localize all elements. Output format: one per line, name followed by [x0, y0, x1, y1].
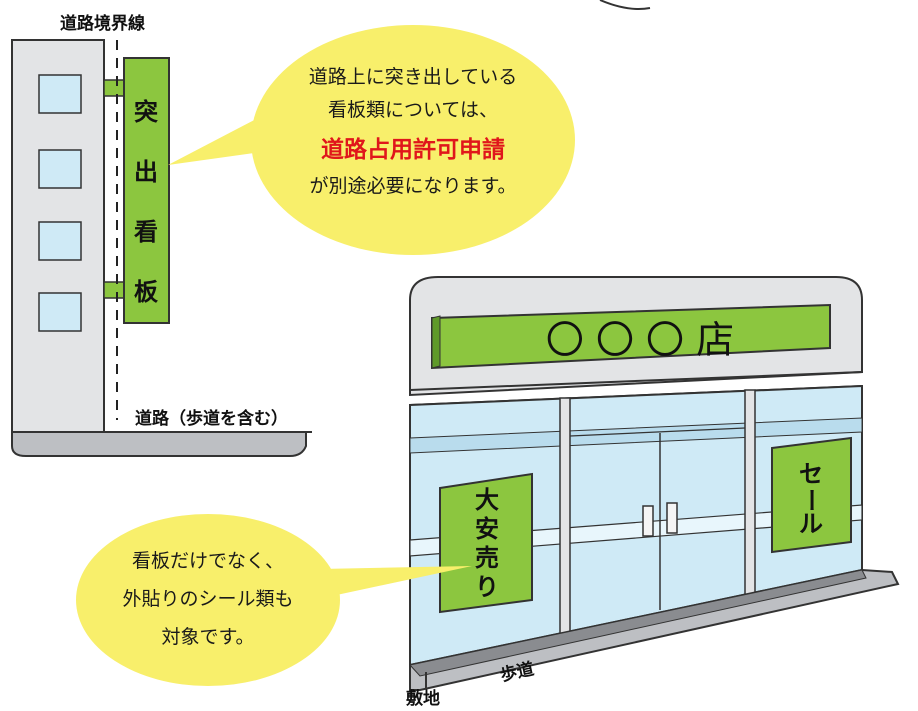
callout-top-line4: が別途必要になります。 — [309, 175, 516, 197]
callout-top: 道路上に突き出している 看板類については、 道路占用許可申請 が別途必要になりま… — [168, 25, 575, 255]
building-window — [38, 74, 82, 114]
callout-bottom-bubble — [76, 514, 340, 686]
sign-bracket — [103, 79, 125, 97]
left-building-illustration: 突 出 看 板 道路境界線 道路（歩道を含む） — [11, 13, 312, 457]
building-window — [38, 292, 82, 332]
building-window — [38, 221, 82, 261]
poster-right-char: ー — [797, 488, 825, 512]
poster-sale-right — [771, 436, 852, 554]
poster-right-char: セ — [799, 460, 823, 488]
callout-top-line2: 看板類については、 — [328, 99, 498, 121]
store-frame — [559, 397, 571, 636]
callout-top-emphasis: 道路占用許可申請 — [321, 136, 505, 163]
store-frame — [744, 389, 756, 596]
sign-bracket — [103, 281, 125, 299]
projecting-sign-char: 出 — [134, 158, 158, 186]
projecting-sign-char: 板 — [134, 278, 159, 306]
callout-bottom-line1: 看板だけでなく、 — [132, 550, 284, 572]
callout-bottom-line3: 対象です。 — [161, 626, 254, 648]
projecting-sign-char: 突 — [134, 98, 158, 126]
callout-top-pointer — [168, 118, 276, 165]
poster-left-char: 売 — [475, 544, 499, 572]
projecting-sign-char: 看 — [134, 218, 158, 246]
callout-bottom-line2: 外貼りのシール類も — [122, 588, 293, 610]
door-handle — [642, 505, 654, 537]
poster-left-char: り — [475, 573, 499, 601]
road-boundary-label: 道路境界線 — [60, 13, 145, 34]
left-ground — [11, 431, 307, 457]
poster-left-char: 安 — [475, 515, 499, 543]
callout-top-bubble — [251, 25, 575, 255]
road-label: 道路（歩道を含む） — [135, 408, 288, 429]
decorative-arc — [599, 0, 651, 10]
poster-right-char: ル — [799, 510, 823, 538]
projecting-sign — [123, 57, 170, 324]
site-label: 敷地 — [406, 688, 440, 709]
door-handle — [666, 502, 678, 534]
storefront-illustration: 〇 〇 〇 店 大 安 売 り セ ー ル 歩道 — [406, 276, 900, 709]
store-sign-text: 〇 〇 〇 店 — [546, 318, 734, 362]
poster-left-char: 大 — [475, 486, 499, 514]
callout-bottom: 看板だけでなく、 外貼りのシール類も 対象です。 — [76, 514, 472, 686]
building-window — [38, 149, 82, 189]
callout-top-line1: 道路上に突き出している — [309, 66, 517, 88]
